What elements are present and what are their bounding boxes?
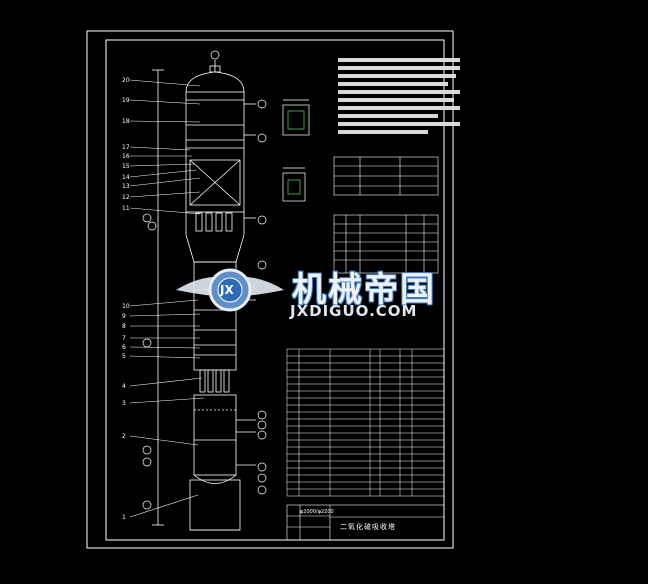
callout-leaders [129, 79, 205, 518]
part-callout-number: 5 [122, 353, 126, 360]
part-callout-number: 19 [122, 97, 130, 104]
detail-view-b [282, 167, 306, 202]
part-callout-number: 9 [122, 313, 126, 320]
watermark-brand-en: JXDIGUO.COM [290, 302, 418, 320]
middle-shell [193, 261, 237, 371]
part-callout-number: 8 [122, 323, 126, 330]
part-callout-number: 11 [122, 205, 130, 212]
part-callout-number: 14 [122, 174, 130, 181]
title-block-code: φ2000/φ2200 [300, 509, 334, 515]
nozzle-table [333, 214, 439, 274]
technical-notes [338, 58, 460, 134]
part-callout-number: 12 [122, 194, 130, 201]
lower-shell [193, 394, 237, 476]
part-callout-number: 2 [122, 433, 126, 440]
part-callout-number: 10 [122, 303, 130, 310]
liquid-distributor [195, 212, 233, 232]
bottom-head [193, 474, 237, 484]
title-block-name: 二氧化硫吸收塔 [340, 523, 396, 531]
tower-top-head [185, 71, 245, 93]
outer-frame [86, 30, 454, 549]
part-callout-number: 4 [122, 383, 126, 390]
detail-view-a [282, 99, 310, 136]
cone-transition [185, 234, 245, 263]
upper-shell [185, 91, 245, 213]
part-callout-number: 18 [122, 118, 130, 125]
part-callout-number: 15 [122, 163, 130, 170]
inner-frame [105, 39, 445, 541]
top-nozzle [209, 65, 221, 73]
support-skirt [189, 479, 241, 531]
part-callout-number: 16 [122, 153, 130, 160]
part-callout-number: 13 [122, 183, 130, 190]
title-block [286, 504, 445, 541]
part-callout-number: 3 [122, 400, 126, 407]
parts-list-table [286, 348, 445, 497]
watermark-logo-emblem [176, 268, 284, 312]
part-callout-number: 17 [122, 144, 130, 151]
packing-bed-upper [189, 159, 241, 206]
part-callout-number: 1 [122, 514, 126, 521]
part-callout-number: 6 [122, 344, 126, 351]
nozzle-markers [142, 50, 267, 510]
watermark-logo-letters: JX [220, 283, 234, 297]
watermark-brand-cn: 机械帝国 [292, 270, 436, 310]
lower-distributor [199, 369, 230, 393]
design-data-table [333, 156, 439, 196]
part-callout-number: 20 [122, 77, 130, 84]
part-callout-number: 7 [122, 335, 126, 342]
